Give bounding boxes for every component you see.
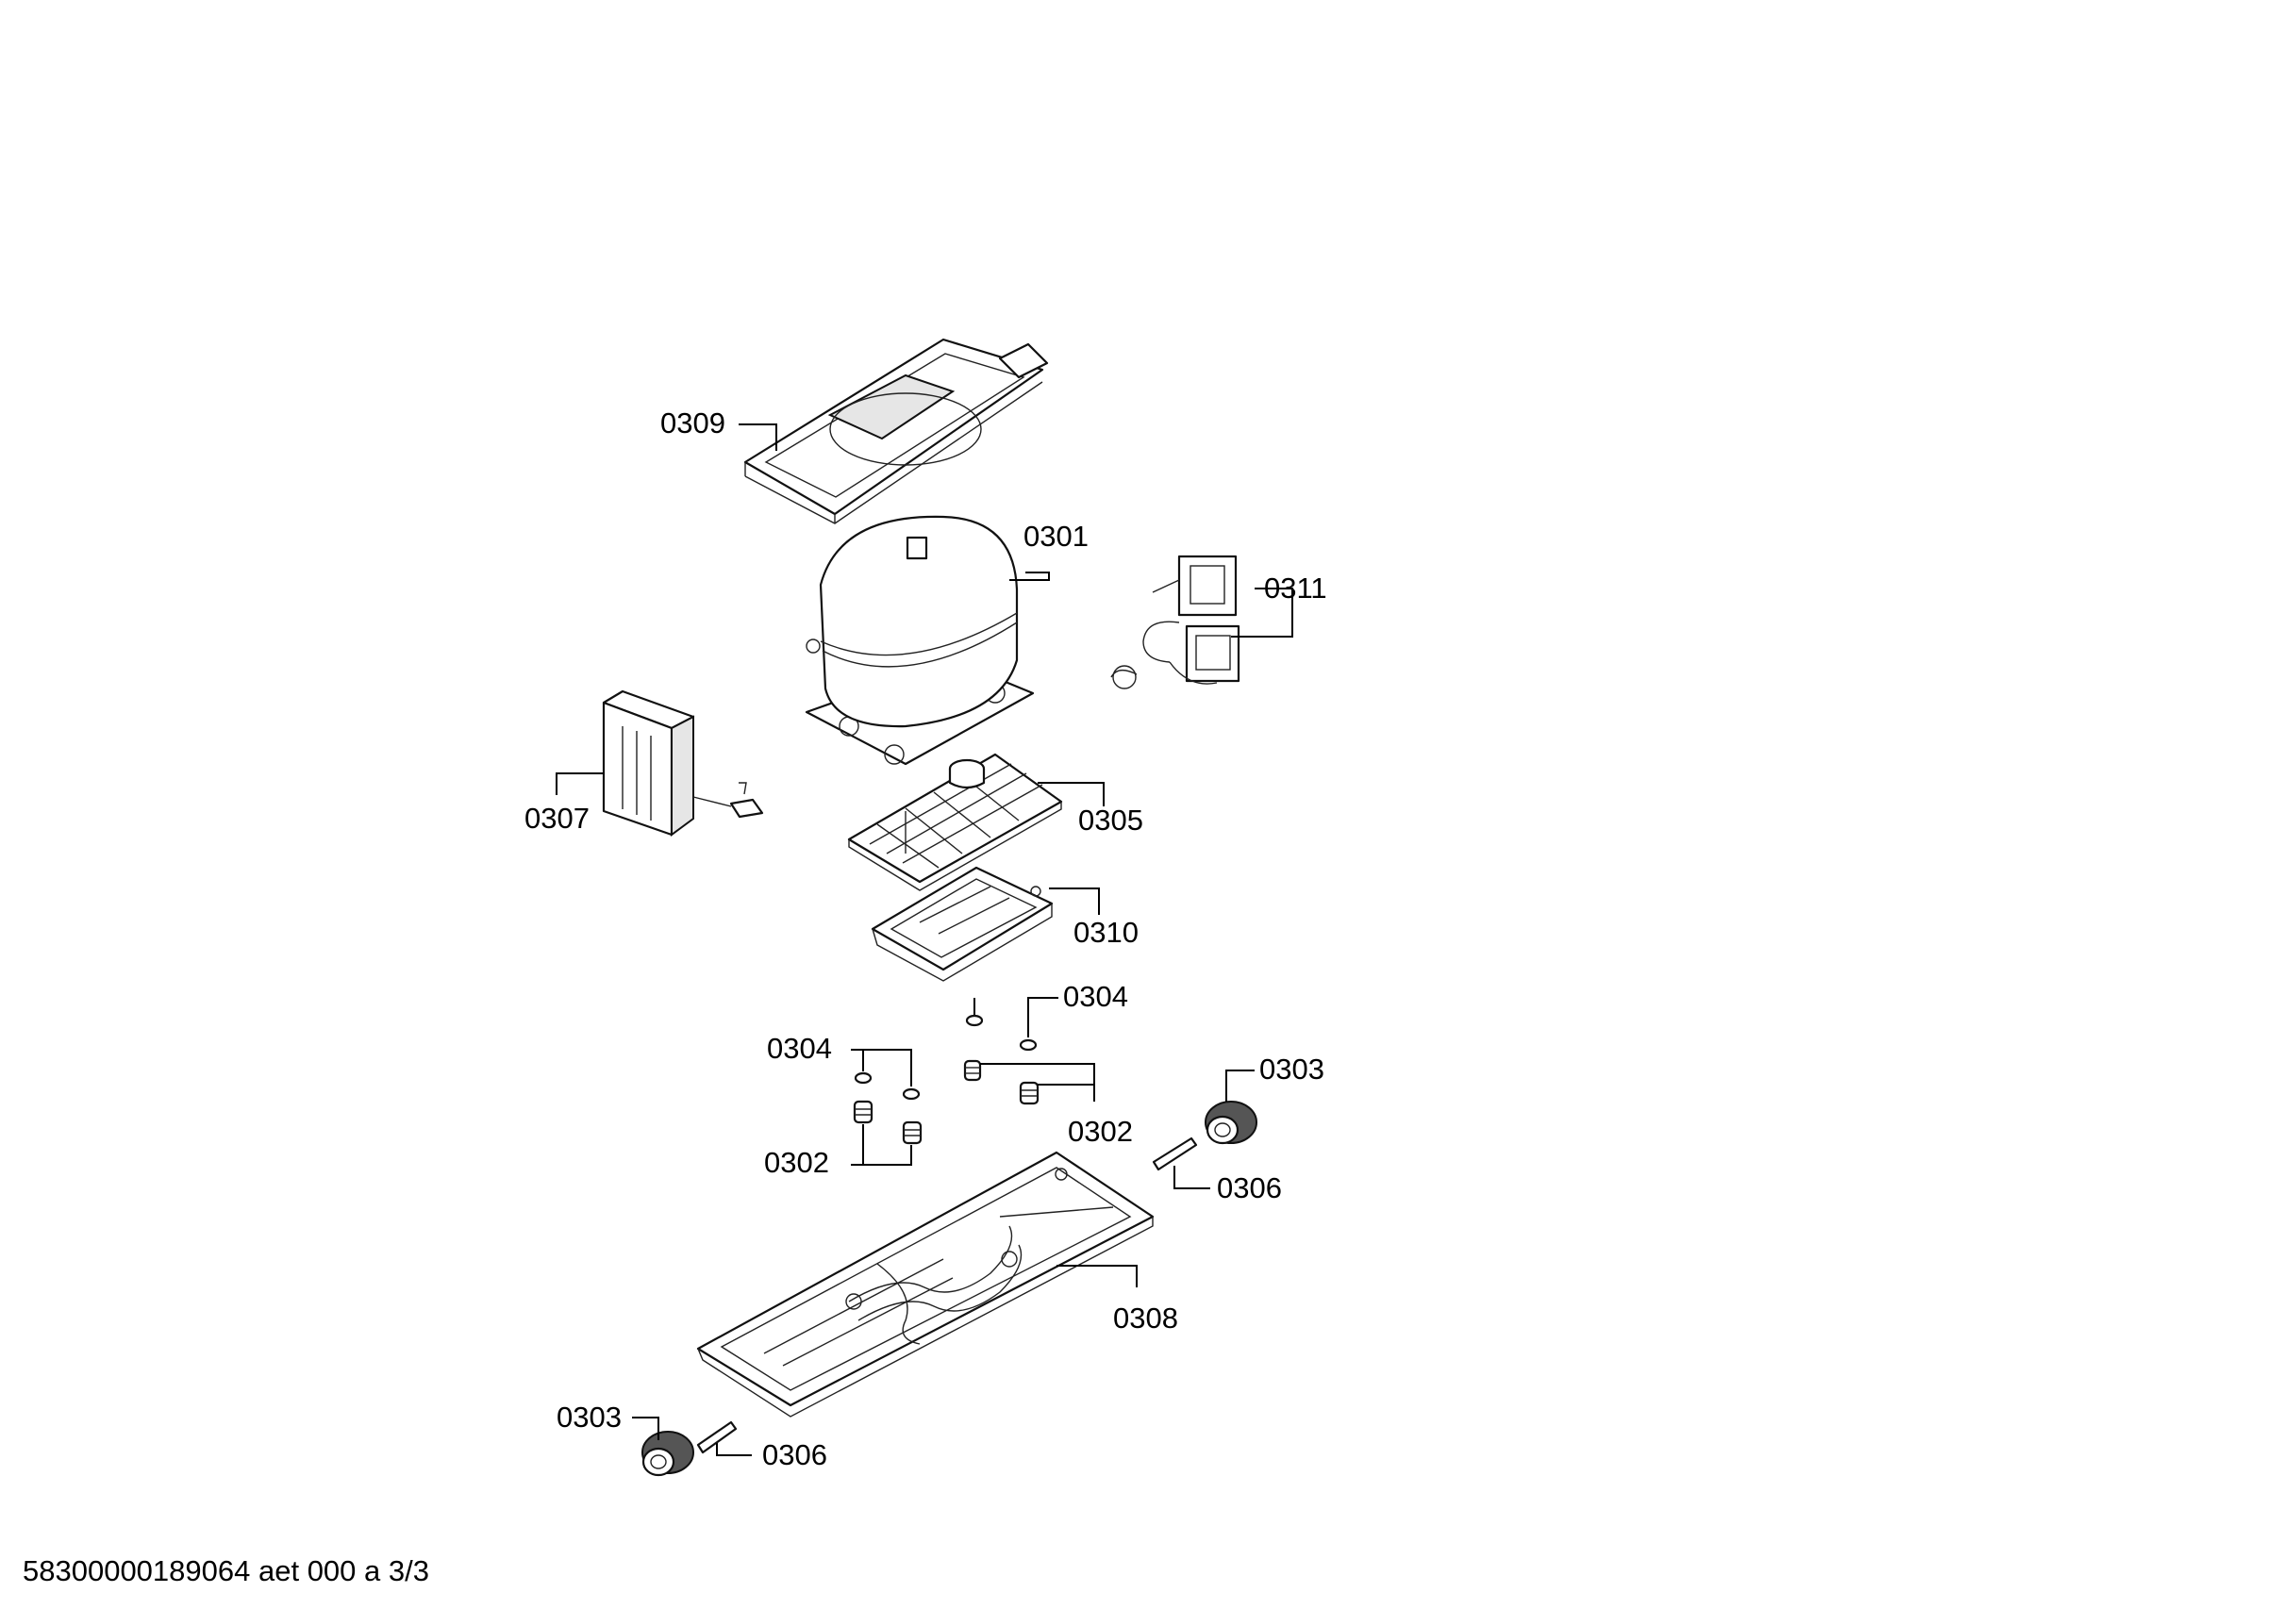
part-0306-pin-lower[interactable]: [696, 1420, 738, 1454]
label-0309: 0309: [660, 406, 725, 440]
label-0306-upper: 0306: [1217, 1171, 1282, 1204]
part-0308-base-plate[interactable]: [696, 1151, 1155, 1418]
label-0306-lower: 0306: [762, 1438, 827, 1471]
part-0310-drip-tray[interactable]: [871, 866, 1054, 982]
label-0308: 0308: [1113, 1302, 1178, 1335]
label-0303-lower: 0303: [557, 1401, 622, 1434]
label-0301: 0301: [1023, 520, 1089, 553]
label-0307: 0307: [524, 802, 590, 835]
part-0301-compressor[interactable]: [805, 515, 1035, 766]
label-0302-right: 0302: [1068, 1115, 1133, 1148]
document-id-footer: 58300000189064 aet 000 a 3/3: [23, 1554, 429, 1587]
part-0306-pin-upper[interactable]: [1152, 1136, 1198, 1171]
label-0303-upper: 0303: [1259, 1053, 1324, 1086]
part-0311-relay[interactable]: [1110, 555, 1240, 689]
leader-lines: [556, 423, 1293, 1456]
part-0303-foot-upper[interactable]: [1205, 1101, 1257, 1145]
label-0304-left: 0304: [767, 1032, 832, 1065]
label-0302-left: 0302: [764, 1146, 829, 1179]
part-0304-washers[interactable]: [854, 1014, 1038, 1101]
part-labels: 0309 0301 0311 0307 0305 0310 0304 0304 …: [524, 406, 1327, 1471]
label-0310: 0310: [1073, 916, 1139, 949]
part-0302-grommets[interactable]: [853, 1059, 1040, 1145]
part-0305-grid-plate[interactable]: [847, 753, 1063, 891]
part-0307-capacitor-box[interactable]: [602, 689, 764, 837]
part-0303-foot-lower[interactable]: [641, 1431, 694, 1477]
part-0309-cover-tray[interactable]: [743, 338, 1049, 524]
label-0304-right: 0304: [1063, 980, 1128, 1013]
label-0311: 0311: [1264, 572, 1327, 605]
label-0305: 0305: [1078, 804, 1143, 837]
